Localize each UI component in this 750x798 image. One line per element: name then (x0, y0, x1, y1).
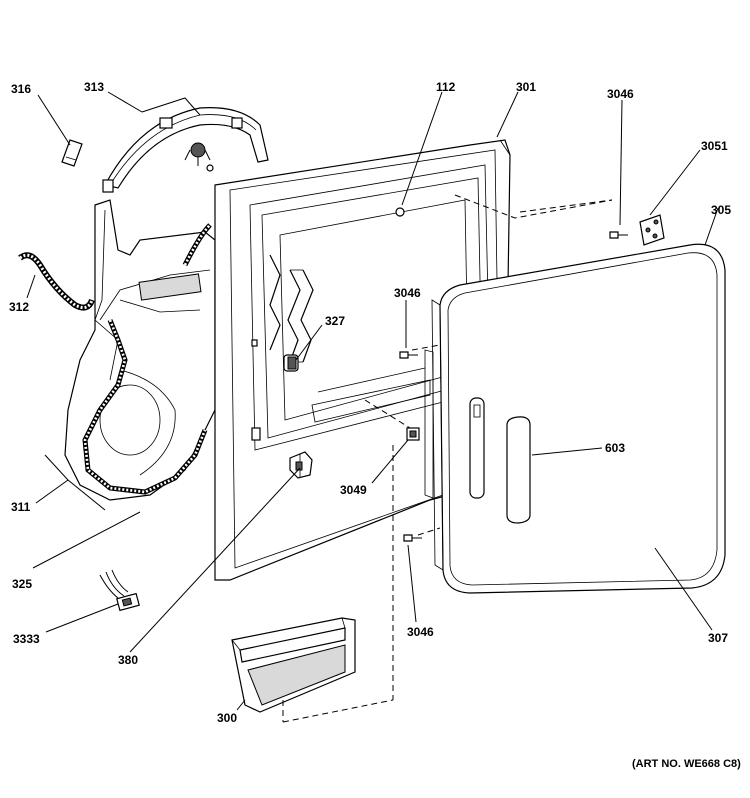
felt-seal (18, 252, 95, 311)
label-3333: 3333 (13, 632, 40, 646)
label-316: 316 (11, 82, 31, 96)
door-switch-380 (289, 451, 313, 479)
label-327: 327 (325, 314, 345, 328)
switch-327 (283, 354, 299, 372)
label-301: 301 (516, 80, 536, 94)
label-305: 305 (711, 203, 731, 217)
label-603: 603 (605, 441, 625, 455)
label-313: 313 (84, 80, 104, 94)
front-panel (214, 139, 511, 581)
drum-seal (82, 223, 212, 495)
door-strike-3049 (406, 427, 420, 441)
part-labels: 316 313 312 311 325 3333 380 300 112 301… (9, 80, 741, 770)
hinge-3051 (639, 214, 665, 246)
screws (399, 231, 628, 542)
label-311: 311 (11, 500, 31, 514)
label-380: 380 (118, 653, 138, 667)
label-112: 112 (436, 80, 456, 94)
art-number: (ART NO. WE668 C8) (632, 758, 741, 770)
label-312: 312 (9, 300, 29, 314)
top-bracket (102, 107, 269, 193)
assembly-lines (282, 194, 613, 723)
label-325: 325 (12, 577, 32, 591)
wire-harness (99, 569, 140, 612)
lint-filter (231, 617, 356, 713)
leader-lines (26, 91, 719, 711)
label-3046-bottom: 3046 (407, 625, 434, 639)
label-307: 307 (708, 631, 728, 645)
label-3051: 3051 (701, 139, 728, 153)
label-300: 300 (217, 711, 237, 725)
label-3046-top: 3046 (607, 87, 634, 101)
door-assembly (424, 243, 726, 594)
pad-316 (61, 139, 83, 167)
label-3046-mid: 3046 (394, 286, 421, 300)
label-3049: 3049 (340, 483, 367, 497)
